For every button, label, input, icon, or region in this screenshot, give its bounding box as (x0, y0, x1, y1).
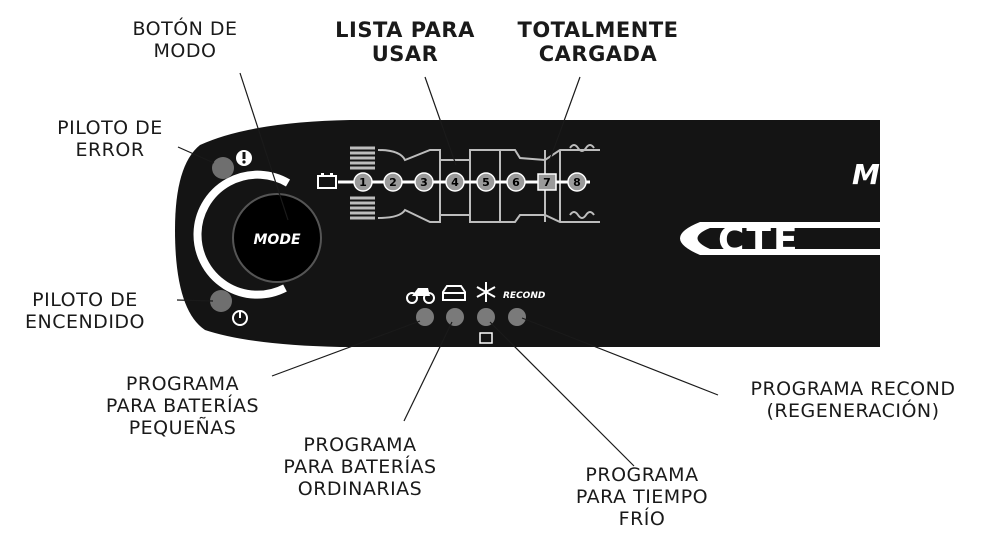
normal-battery-led (446, 308, 464, 326)
mode-button-text: MODE (253, 232, 300, 248)
label-boton-modo: BOTÓN DE MODO (115, 18, 255, 62)
step-led-6 (506, 172, 526, 192)
logo-text: CTE (718, 220, 800, 261)
label-prog-ordinarias: PROGRAMA PARA BATERÍAS ORDINARIAS (265, 434, 455, 500)
label-line: ORDINARIAS (297, 478, 423, 500)
step-label-3: 3 (420, 176, 428, 189)
step-led-2 (383, 172, 403, 192)
step-label-7: 7 (543, 176, 551, 189)
label-line: PILOTO DE (57, 117, 163, 139)
label-line: PROGRAMA (585, 464, 699, 486)
label-prog-frio: PROGRAMA PARA TIEMPO FRÍO (552, 464, 732, 530)
label-line: USAR (371, 42, 439, 66)
label-line: PROGRAMA RECOND (750, 378, 956, 400)
step-indicators: 1 2 3 4 5 6 7 8 (353, 172, 587, 192)
step-led-5 (476, 172, 496, 192)
step-label-4: 4 (451, 176, 459, 189)
step-led-4 (445, 172, 465, 192)
mode-ring (193, 170, 291, 299)
label-lista-usar: LISTA PARA USAR (325, 18, 485, 66)
label-piloto-error: PILOTO DE ERROR (40, 117, 180, 161)
step-label-5: 5 (482, 176, 490, 189)
step-label-6: 6 (512, 176, 520, 189)
error-led (212, 157, 234, 179)
label-line: CARGADA (538, 42, 658, 66)
snowflake-icon (476, 282, 496, 302)
label-line: LISTA PARA (335, 18, 475, 42)
step-label-2: 2 (389, 176, 397, 189)
battery-icon (317, 173, 337, 189)
label-line: PROGRAMA (303, 434, 417, 456)
label-line: PARA BATERÍAS (283, 456, 437, 478)
motorcycle-icon (406, 288, 435, 304)
label-line: PEQUEÑAS (128, 417, 237, 439)
label-line: ENCENDIDO (24, 311, 146, 333)
label-prog-recond: PROGRAMA RECOND (REGENERACIÓN) (718, 378, 988, 422)
label-line: PROGRAMA (125, 373, 240, 395)
label-line: FRÍO (618, 508, 666, 530)
label-line: PARA BATERÍAS (105, 395, 260, 417)
label-line: BOTÓN DE (132, 18, 238, 40)
label-line: (REGENERACIÓN) (766, 400, 940, 422)
agm-battery-icon (479, 332, 493, 344)
cold-weather-led (477, 308, 495, 326)
recond-label: RECOND (503, 291, 546, 301)
model-fragment: M (852, 158, 880, 191)
mode-button[interactable] (232, 193, 322, 283)
recond-led (508, 308, 526, 326)
label-piloto-encendido: PILOTO DE ENCENDIDO (5, 289, 165, 333)
step-led-3 (414, 172, 434, 192)
step-led-7 (537, 173, 557, 191)
charge-curve-graphic (350, 144, 600, 223)
step-label-8: 8 (573, 176, 581, 189)
label-line: MODO (153, 40, 217, 62)
label-line: TOTALMENTE (517, 18, 679, 42)
charger-panel (175, 120, 880, 347)
car-icon (442, 285, 466, 301)
step-led-1 (353, 172, 373, 192)
label-line: PILOTO DE (32, 289, 138, 311)
label-line: ERROR (75, 139, 145, 161)
label-totalmente-cargada: TOTALMENTE CARGADA (508, 18, 688, 66)
label-line: PARA TIEMPO (575, 486, 709, 508)
power-led (210, 290, 232, 312)
label-prog-pequenas: PROGRAMA PARA BATERÍAS PEQUEÑAS (90, 373, 275, 439)
callout-lines (176, 72, 719, 467)
step-led-8 (567, 172, 587, 192)
small-battery-led (416, 308, 434, 326)
step-label-1: 1 (359, 176, 367, 189)
ctek-logo: CTE (680, 220, 880, 261)
